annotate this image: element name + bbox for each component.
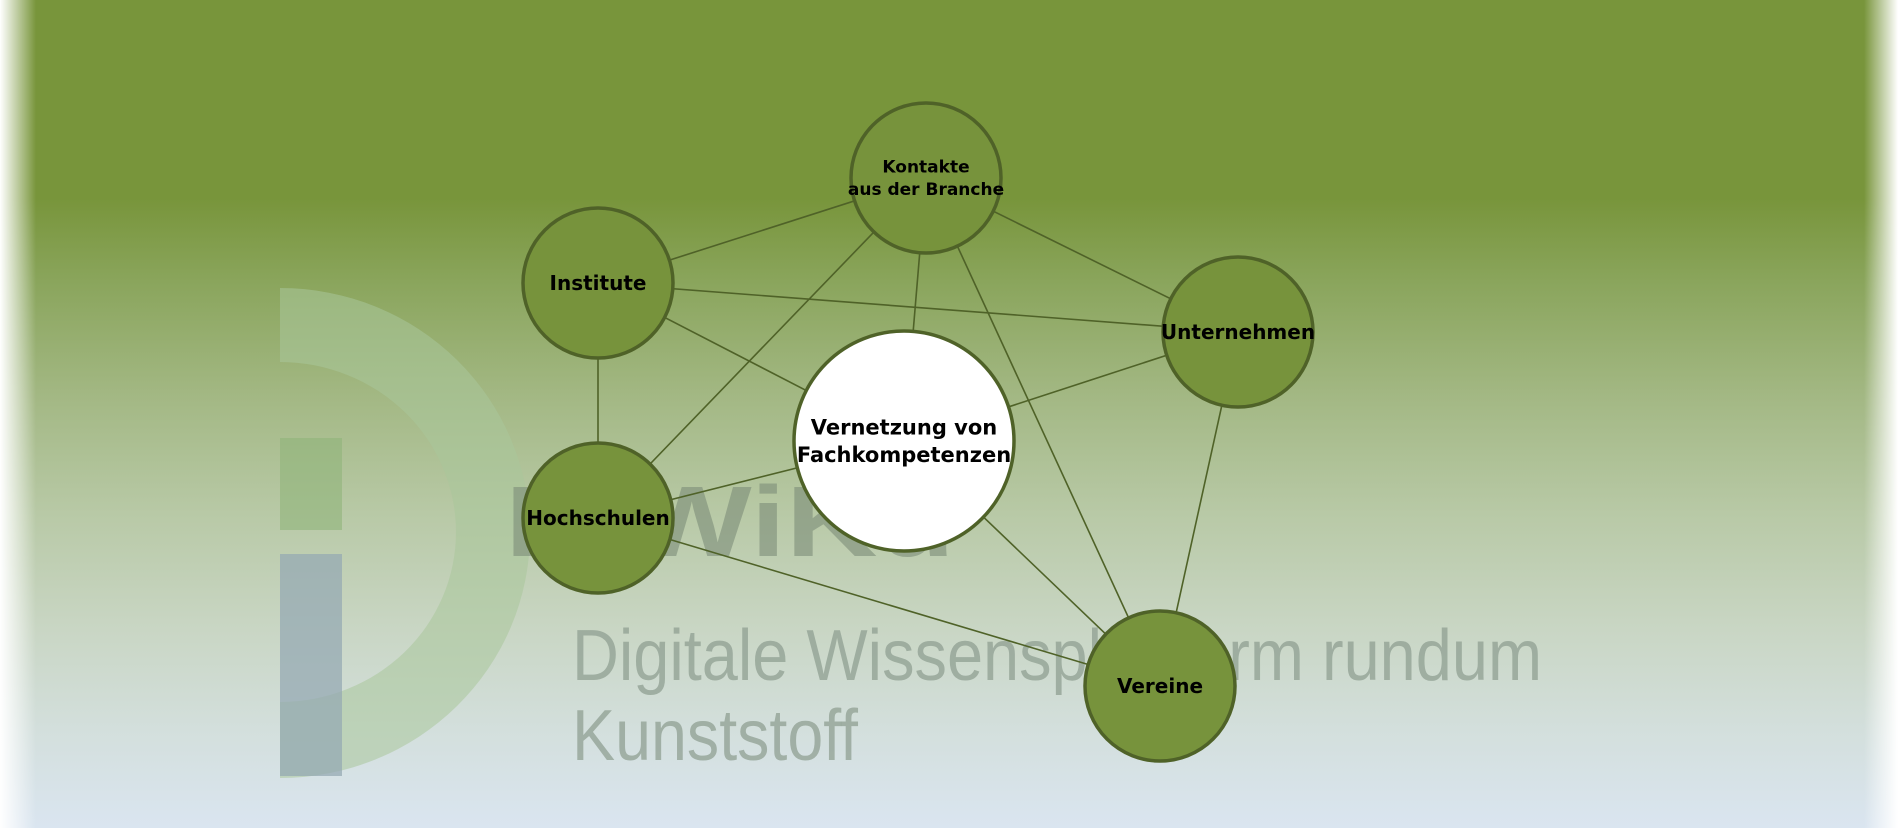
logo-arc-shape <box>280 288 530 778</box>
left-edge-fade <box>0 0 36 828</box>
logo-bar-top-shape <box>280 438 342 530</box>
right-edge-fade <box>1864 0 1898 828</box>
node-vereine-circle <box>1083 609 1237 763</box>
node-kontakte-label-2: aus der Branche <box>848 180 1004 200</box>
edge-kontakte-hochschulen <box>597 177 927 519</box>
node-unternehmen: Unternehmen <box>1161 255 1315 409</box>
node-institute-circle <box>521 206 675 360</box>
node-unternehmen-label-1: Unternehmen <box>1161 320 1315 344</box>
node-hochschulen-circle <box>521 441 675 595</box>
edge-kontakte-vereine <box>925 177 1161 687</box>
logo-bar-bottom-shape <box>280 554 342 776</box>
node-kontakte-circle <box>849 101 1003 255</box>
node-unternehmen-circle <box>1161 255 1315 409</box>
edge-hochschulen-vereine <box>597 517 1161 687</box>
node-center-label-2: Fachkompetenzen <box>797 443 1011 467</box>
watermark-tagline-line2: Kunststoff <box>572 696 859 776</box>
edge-institute-unternehmen <box>597 282 1239 333</box>
node-hochschulen-label-1: Hochschulen <box>526 506 669 530</box>
node-hochschulen: Hochschulen <box>521 441 675 595</box>
node-vereine: Vereine <box>1083 609 1237 763</box>
node-institute-label-1: Institute <box>550 271 647 295</box>
node-vereine-label-1: Vereine <box>1117 674 1203 698</box>
node-institute: Institute <box>521 206 675 360</box>
node-center-label-1: Vernetzung von <box>811 415 997 439</box>
node-kontakte-label-1: Kontakte <box>882 158 969 178</box>
node-center-circle <box>792 329 1016 553</box>
